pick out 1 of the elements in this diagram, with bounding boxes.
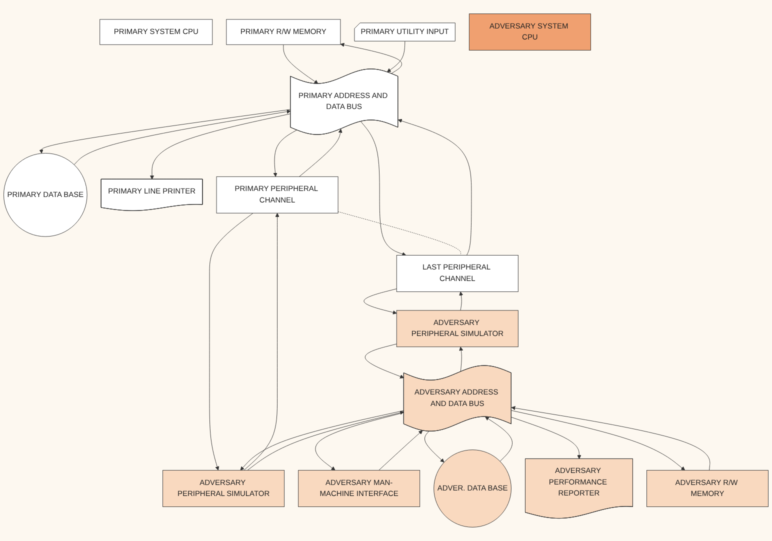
connector [338, 211, 462, 256]
